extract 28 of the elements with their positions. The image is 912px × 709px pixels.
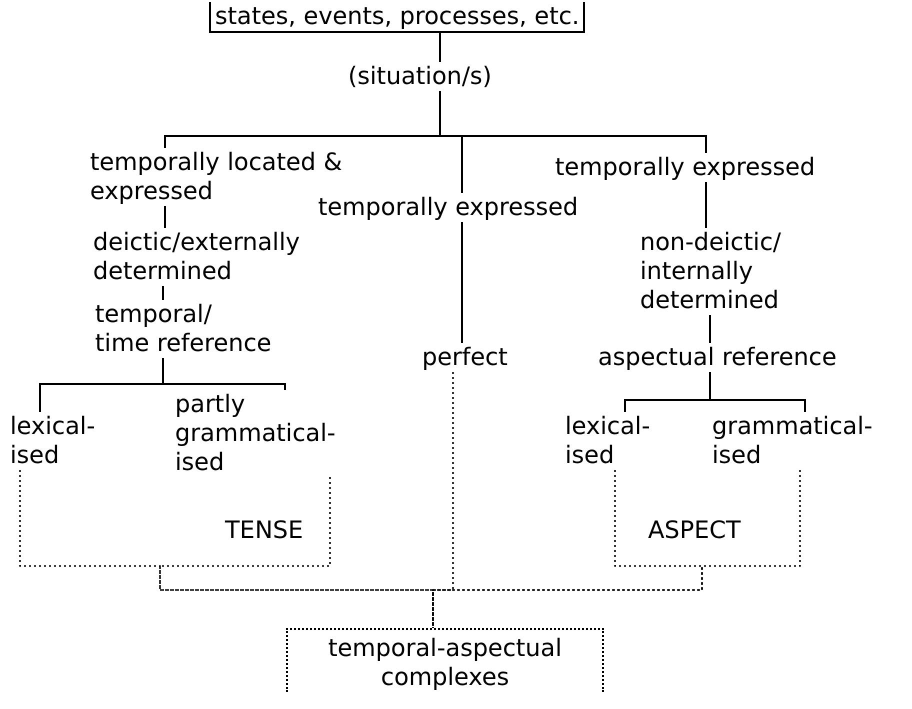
category-text: grammatical- ised xyxy=(712,412,873,470)
category-text: perfect xyxy=(422,343,508,372)
category-text: (situation/s) xyxy=(348,62,492,91)
connector-line xyxy=(162,358,286,390)
category-text: temporally expressed xyxy=(318,193,578,222)
dotted-connector xyxy=(432,372,454,628)
group-label: ASPECT xyxy=(648,516,741,545)
connector-line xyxy=(709,315,711,343)
category-text: lexical- ised xyxy=(10,412,96,470)
connector-line xyxy=(164,206,166,228)
category-text: non-deictic/ internally determined xyxy=(640,228,781,315)
category-text: partly grammatical- ised xyxy=(175,390,336,477)
connector-line xyxy=(705,182,707,228)
connector-line xyxy=(439,33,441,62)
outlined-box: states, events, processes, etc. xyxy=(209,2,586,33)
connector-line xyxy=(461,222,463,343)
category-text: aspectual reference xyxy=(598,343,837,372)
dotted-connector xyxy=(432,470,801,628)
category-text: temporal/ time reference xyxy=(95,300,272,358)
connector-line xyxy=(709,372,806,412)
category-text: lexical- ised xyxy=(565,412,650,470)
connector-line xyxy=(162,286,164,300)
dotted-connector xyxy=(432,470,703,628)
outlined-box: temporal-aspectual complexes xyxy=(286,628,604,692)
category-text: temporally expressed xyxy=(555,153,816,182)
group-label: TENSE xyxy=(225,516,304,545)
connector-line xyxy=(439,91,707,153)
category-text: deictic/externally determined xyxy=(93,228,300,286)
